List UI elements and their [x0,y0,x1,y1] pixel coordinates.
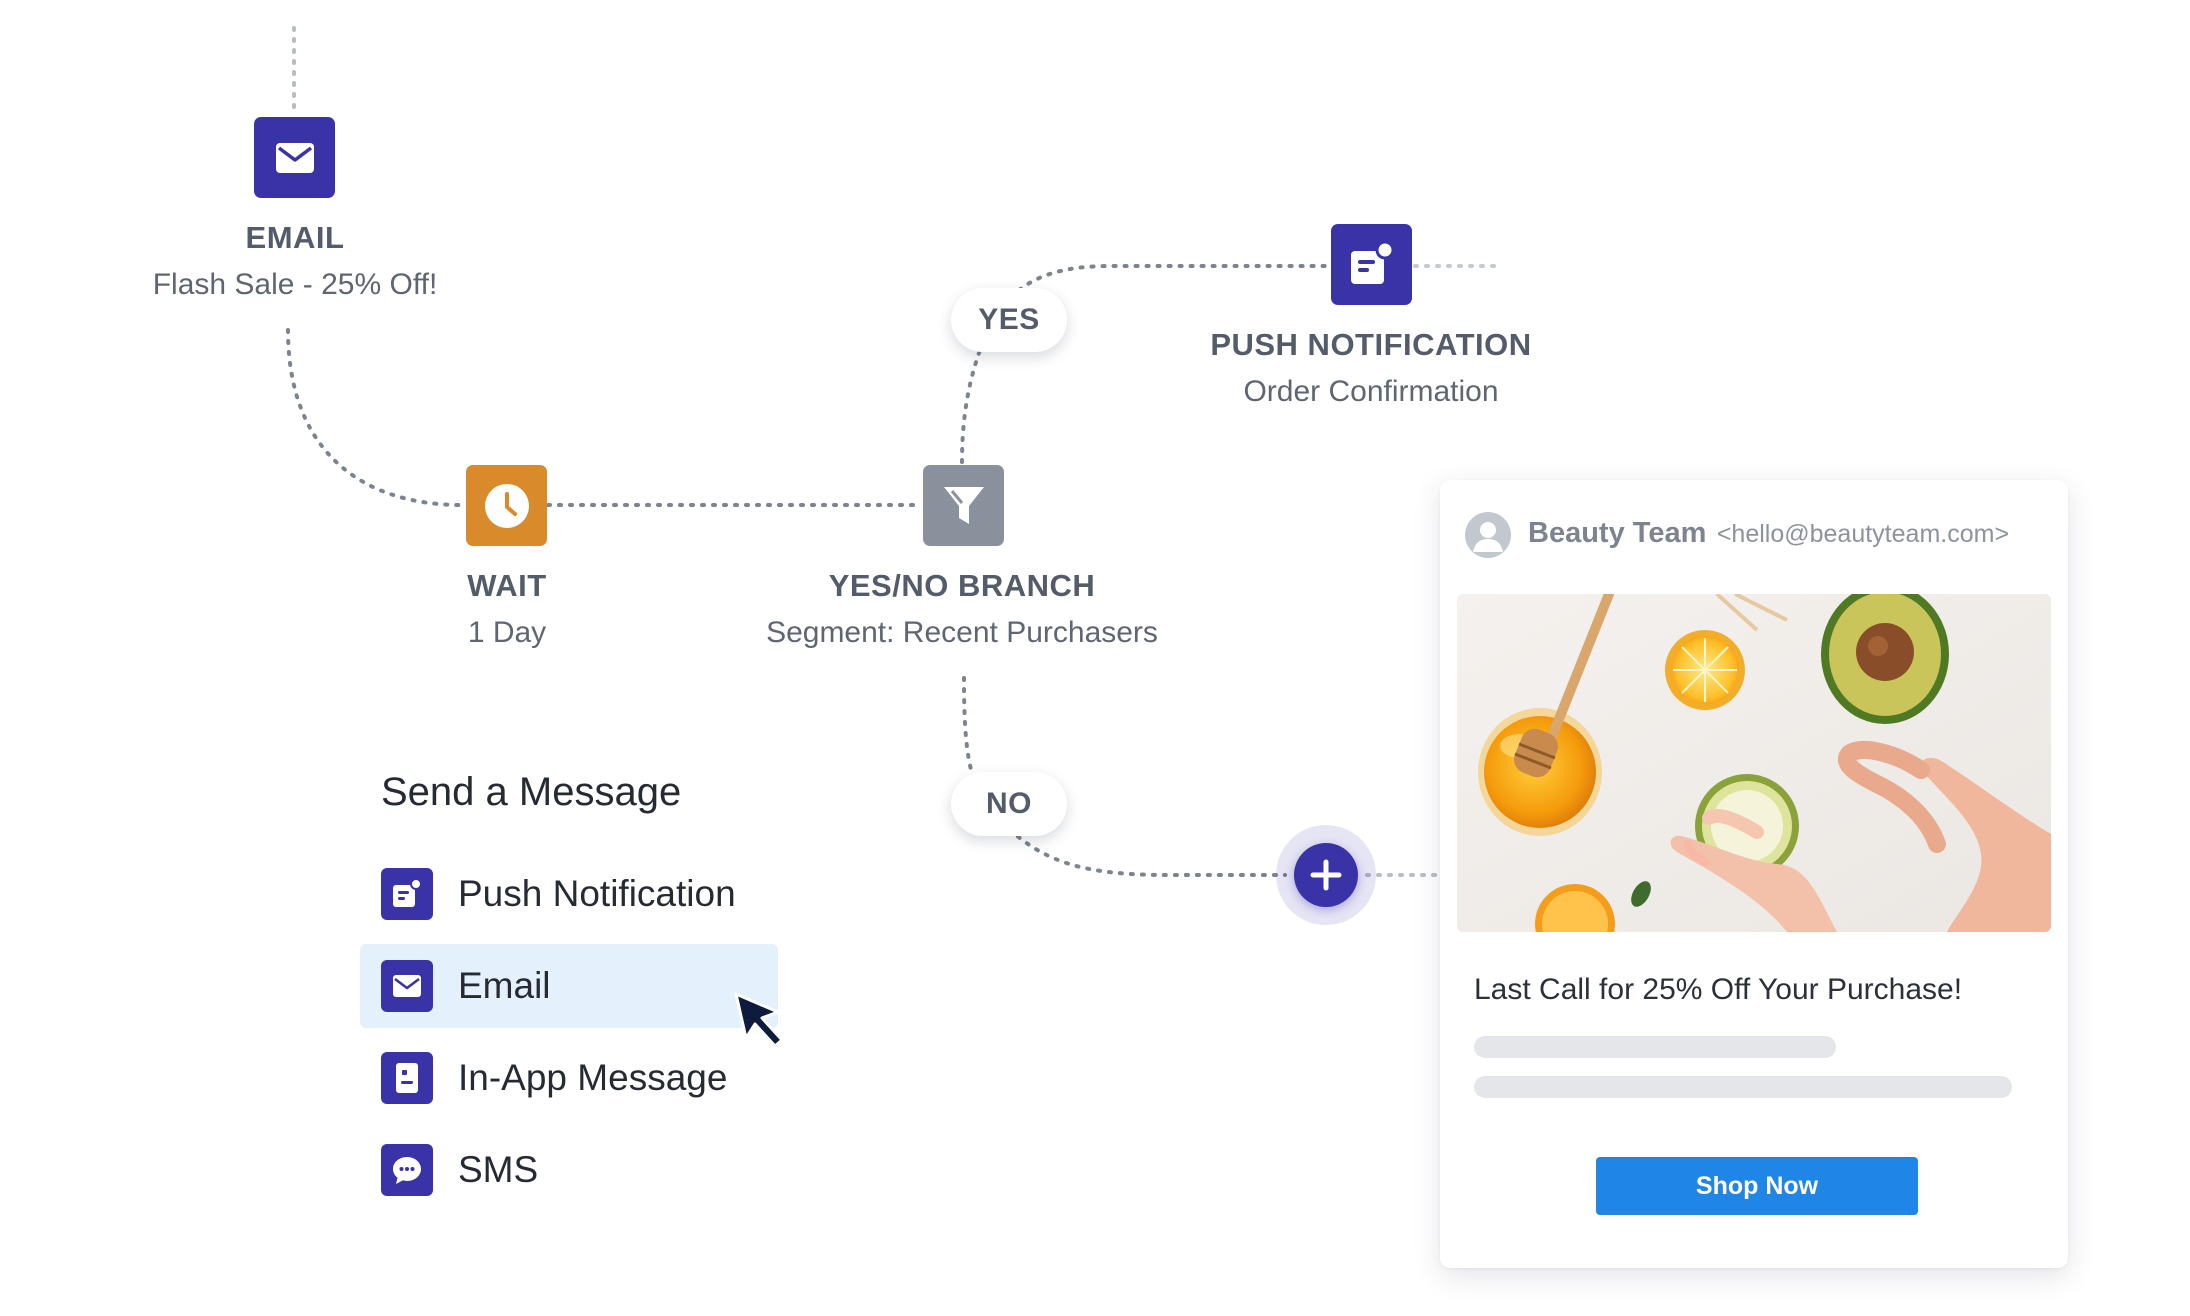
wait-node-title: WAIT [467,568,547,603]
text-placeholder-line [1474,1036,1836,1058]
branch-node-subtitle: Segment: Recent Purchasers [766,616,1158,649]
hero-image [1457,594,2051,932]
text-placeholder-line [1474,1076,2012,1098]
email-node-subtitle: Flash Sale - 25% Off! [152,268,438,301]
menu-item-label: Push Notification [458,873,736,914]
add-step-circle[interactable] [1294,843,1358,907]
in-app-message-icon [381,1052,433,1104]
menu-item-in-app-message[interactable]: In-App Message [360,1036,778,1120]
menu-item-sms[interactable]: SMS [360,1128,778,1212]
sender-email: <hello@beautyteam.com> [1716,520,2010,548]
clock-icon [484,483,529,528]
push-node-subtitle: Order Confirmation [1243,375,1499,408]
wait-node-subtitle: 1 Day [467,616,547,649]
person-icon [1473,522,1503,552]
envelope-icon [381,960,433,1012]
avatar [1465,512,1511,558]
menu-item-label: In-App Message [458,1057,728,1098]
menu-item-label: Email [458,965,551,1006]
push-notification-icon [381,868,433,920]
add-step-button[interactable] [1276,825,1376,925]
branch-node-title: YES/NO BRANCH [828,568,1096,603]
chat-bubble-icon [381,1144,433,1196]
sender-name: Beauty Team [1528,517,1707,549]
push-node-icon[interactable] [1331,224,1412,305]
email-node-icon[interactable] [254,117,335,198]
email-node-title: EMAIL [245,220,345,255]
menu-item-label: SMS [458,1149,539,1190]
no-branch-pill[interactable]: NO [951,772,1067,836]
email-subject: Last Call for 25% Off Your Purchase! [1474,973,1963,1006]
plus-icon [1310,859,1342,891]
branch-node-icon[interactable] [923,465,1004,546]
filter-icon [943,486,984,524]
shop-now-button[interactable]: Shop Now [1596,1157,1918,1215]
menu-item-email[interactable]: Email [360,944,778,1028]
email-preview-card: Beauty Team <hello@beautyteam.com> [1440,480,2068,1268]
push-notification-icon [1350,240,1394,284]
yes-branch-pill[interactable]: YES [951,288,1067,352]
wait-node-icon[interactable] [466,465,547,546]
send-message-heading: Send a Message [381,770,682,814]
connector-email-to-wait [286,328,464,507]
sender-line: Beauty Team <hello@beautyteam.com> [1528,517,2009,550]
push-node-title: PUSH NOTIFICATION [1210,327,1532,362]
menu-item-push-notification[interactable]: Push Notification [360,852,778,936]
envelope-icon [275,142,314,173]
mouse-cursor-icon [734,992,784,1048]
